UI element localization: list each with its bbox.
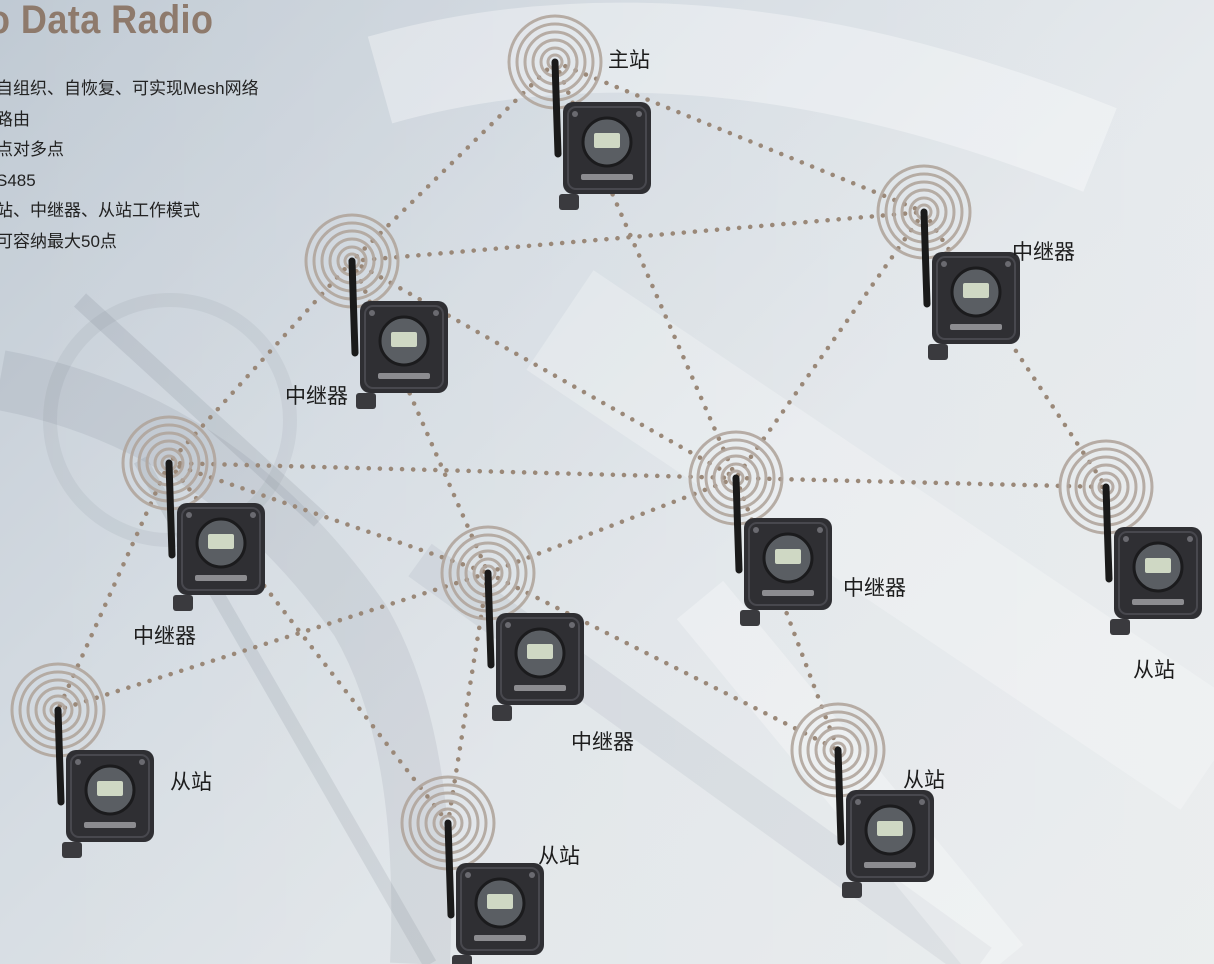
node-repeater-left xyxy=(121,415,265,611)
node-repeater-center-bottom xyxy=(440,525,584,721)
radio-device-icon xyxy=(551,58,651,210)
node-slave-right xyxy=(1058,439,1202,635)
radio-device-icon xyxy=(920,208,1020,360)
radio-device-icon xyxy=(165,459,265,611)
node-label-slave-right: 从站 xyxy=(1133,659,1175,682)
network-link-repeater-center-slave-bottom-right xyxy=(733,475,841,753)
network-link-repeater-center-repeater-center-bottom xyxy=(485,475,739,576)
network-link-master-repeater-top-right xyxy=(552,59,927,215)
network-link-repeater-center-slave-right xyxy=(733,475,1109,490)
feature-item: 路由 xyxy=(0,109,30,129)
network-link-repeater-upper-left-repeater-left xyxy=(166,258,355,466)
node-label-repeater-left: 中继器 xyxy=(133,625,196,648)
feature-item: 可容纳最大50点 xyxy=(0,231,117,251)
network-nodes xyxy=(10,14,1202,964)
radio-device-icon xyxy=(834,746,934,898)
node-repeater-top-right xyxy=(876,164,1020,360)
feature-item: 站、中继器、从站工作模式 xyxy=(0,201,200,220)
feature-item: S485 xyxy=(0,170,36,190)
feature-item: 自组织、自恢复、可实现Mesh网络 xyxy=(0,79,259,98)
node-label-repeater-upper-left: 中继器 xyxy=(285,385,348,408)
radio-device-icon xyxy=(484,569,584,721)
network-link-repeater-center-bottom-slave-bottom-right xyxy=(485,570,841,753)
network-link-repeater-upper-left-repeater-top-right xyxy=(349,209,927,264)
radio-device-icon xyxy=(732,474,832,626)
network-link-master-repeater-upper-left xyxy=(349,59,558,264)
network-link-repeater-left-repeater-center xyxy=(166,460,739,481)
node-label-slave-bottom-right: 从站 xyxy=(903,769,945,792)
radio-device-icon xyxy=(54,706,154,858)
node-label-repeater-top-right: 中继器 xyxy=(1012,241,1075,264)
node-label-slave-bottom-center: 从站 xyxy=(538,845,580,868)
network-link-repeater-upper-left-repeater-center xyxy=(349,258,739,481)
node-slave-bottom-left xyxy=(10,662,154,858)
network-link-repeater-top-right-repeater-center xyxy=(733,209,927,481)
feature-item: 点对多点 xyxy=(0,140,64,159)
network-link-repeater-left-repeater-center-bottom xyxy=(166,460,491,576)
radio-device-icon xyxy=(348,257,448,409)
network-link-repeater-center-bottom-slave-bottom-left xyxy=(55,570,491,713)
feature-list: 自组织、自恢复、可实现Mesh网络 路由 点对多点 S485 站、中继器、从站工… xyxy=(0,74,259,257)
node-label-slave-bottom-left: 从站 xyxy=(170,771,212,794)
node-master xyxy=(507,14,651,210)
node-slave-bottom-right xyxy=(790,702,934,898)
node-slave-bottom-center xyxy=(400,775,544,964)
page-title: o Data Radio xyxy=(0,0,214,42)
radio-device-icon xyxy=(1102,483,1202,635)
network-link-repeater-center-bottom-slave-bottom-center xyxy=(445,570,491,826)
node-label-repeater-center: 中继器 xyxy=(843,577,906,600)
node-repeater-upper-left xyxy=(304,213,448,409)
network-link-repeater-left-slave-bottom-left xyxy=(55,460,172,713)
node-label-repeater-center-bottom: 中继器 xyxy=(571,731,634,754)
node-label-master: 主站 xyxy=(608,49,650,72)
radio-device-icon xyxy=(444,819,544,964)
node-repeater-center xyxy=(688,430,832,626)
